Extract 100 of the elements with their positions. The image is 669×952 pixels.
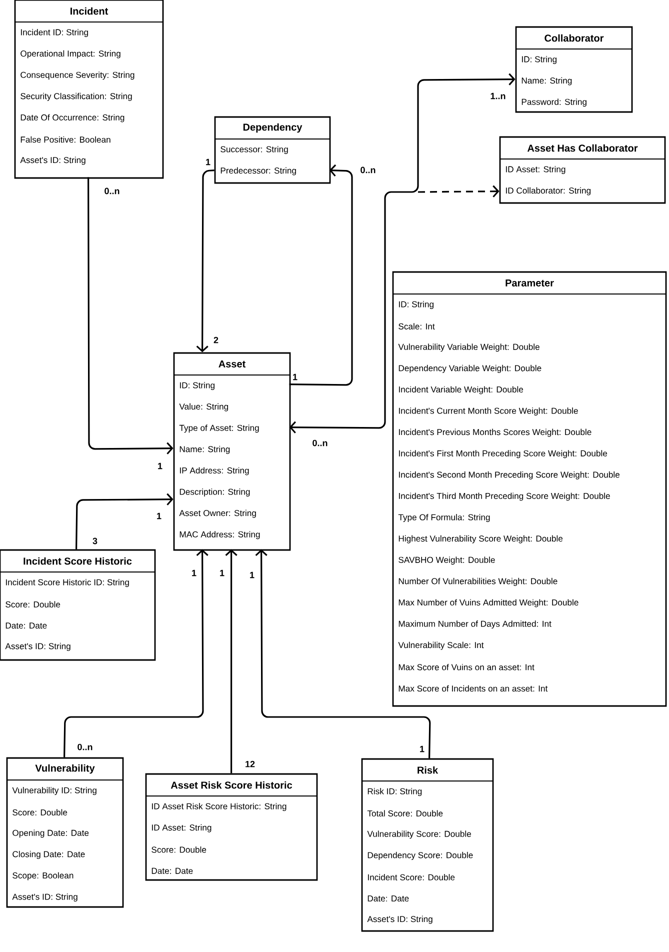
attribute-text: ID: String	[522, 56, 556, 64]
class-name: Incident Score Historic	[24, 557, 132, 565]
multiplicity-label: 1	[420, 746, 424, 752]
attribute-text: Type Of Formula: String	[398, 514, 490, 522]
attribute-text: Value: String	[179, 403, 228, 412]
multiplicity-label: 0..n	[104, 188, 120, 194]
attribute-text: Asset Owner: String	[179, 510, 256, 518]
attribute-text: Date: Date	[368, 896, 409, 902]
attribute-text: Max Score of Vuins on an asset: Int	[398, 664, 534, 670]
multiplicity-label: 2	[214, 336, 218, 344]
attribute-text: Max Number of Vuins Admitted Weight: Double	[398, 599, 578, 608]
multiplicity-label: 1	[157, 512, 162, 520]
attribute-text: Operational Impact: String	[20, 50, 120, 58]
class-box	[214, 116, 331, 184]
attribute-text: SAVBHO Weight: Double	[398, 556, 495, 565]
multiplicity-label: 1..n	[490, 92, 506, 100]
class-box	[361, 758, 494, 932]
class-box	[145, 773, 318, 881]
class-name: Vulnerability	[35, 764, 95, 774]
attribute-text: Name: String	[522, 77, 572, 86]
class-box	[173, 352, 291, 551]
attribute-text: Type of Asset: String	[179, 424, 259, 433]
attribute-text: Asset's ID: String	[5, 642, 70, 651]
class-name: Incident	[70, 7, 108, 15]
attribute-text: Incident Score Historic ID: String	[6, 579, 129, 588]
attribute-text: Name: String	[180, 446, 230, 454]
attribute-text: MAC Address: String	[180, 531, 260, 540]
attribute-text: Closing Date: Date	[12, 850, 85, 859]
class-name: Asset Risk Score Historic	[170, 781, 292, 789]
attribute-text: False Positive: Boolean	[20, 136, 110, 143]
attribute-text: Consequence Severity: String	[20, 72, 134, 80]
attribute-text: Incident's Previous Months Scores Weight: Double	[399, 428, 592, 437]
attribute-text: Opening Date: Date	[12, 830, 89, 838]
multiplicity-label: 1	[293, 374, 298, 380]
attribute-text: ID: String	[399, 301, 434, 310]
attribute-text: Total Score: Double	[367, 810, 443, 816]
attribute-text: Date: Date	[152, 868, 193, 874]
attribute-text: Successor: String	[220, 146, 288, 154]
attribute-text: Highest Vulnerability Score Weight: Double	[398, 535, 563, 544]
attribute-text: Asset's ID: String	[12, 894, 78, 902]
connector-arrow	[418, 185, 500, 198]
attribute-text: Incident Score: Double	[368, 874, 455, 880]
class-name: Dependency	[243, 123, 302, 133]
connector-arrow	[289, 73, 516, 434]
class-name: Asset Has Collaborator	[527, 144, 638, 152]
class-name: Parameter	[506, 280, 554, 286]
class-box	[515, 26, 633, 113]
connector-arrow	[255, 549, 431, 758]
class-name: Collaborator	[544, 34, 604, 42]
attribute-text: Dependency Score: Double	[368, 852, 473, 860]
attribute-text: Incident's Third Month Preceding Score Weight: Double	[399, 492, 610, 501]
attribute-text: Vulnerability ID: String	[12, 787, 96, 796]
multiplicity-label: 0..n	[360, 166, 376, 174]
attribute-text: Scale: Int	[398, 323, 435, 330]
connector-arrow	[64, 549, 208, 758]
attribute-text: Vulnerability Score: Double	[367, 830, 471, 839]
attribute-text: Password: String	[522, 98, 586, 107]
class-name: Risk	[418, 766, 438, 774]
attribute-text: ID Asset Risk Score Historic: String	[152, 803, 286, 812]
attribute-text: ID Asset: String	[506, 166, 566, 174]
attribute-text: Date Of Occurrence: String	[20, 114, 124, 122]
connector-arrow	[88, 177, 174, 454]
connector-arrow	[76, 493, 174, 550]
attribute-text: Vulnerability Variable Weight: Double	[398, 344, 540, 352]
class-name: Asset	[218, 360, 246, 368]
connector-arrow	[289, 164, 353, 386]
attribute-text: Vulnerability Scale: Int	[398, 642, 484, 650]
multiplicity-label: 0..n	[312, 440, 328, 446]
attribute-text: ID Collaborator: String	[506, 187, 590, 196]
attribute-text: Dependency Variable Weight: Double	[398, 364, 542, 373]
attribute-text: Incident's Current Month Score Weight: Double	[399, 408, 578, 416]
attribute-text: Security Classification: String	[20, 92, 132, 101]
attribute-text: Maximum Number of Days Admitted: Int	[398, 620, 552, 629]
attribute-text: Score: Double	[12, 809, 68, 816]
attribute-text: Incident Variable Weight: Double	[399, 386, 524, 394]
attribute-text: ID: String	[180, 382, 214, 390]
class-box	[499, 136, 666, 204]
attribute-text: Number Of Vulnerabilities Weight: Double	[398, 578, 558, 586]
multiplicity-label: 1	[250, 572, 254, 578]
attribute-text: Asset's ID: String	[367, 916, 432, 924]
attribute-text: Incident's Second Month Preceding Score Weight: Double	[399, 471, 620, 480]
multiplicity-label: 1	[206, 158, 210, 166]
attribute-text: Max Score of Incidents on an asset: Int	[398, 685, 548, 692]
multiplicity-label: 1	[192, 570, 196, 576]
attribute-text: Asset's ID: String	[20, 156, 86, 165]
attribute-text: ID Asset: String	[152, 824, 212, 832]
attribute-text: Incident ID: String	[21, 29, 88, 37]
attribute-text: Score: Double	[152, 846, 206, 853]
attribute-text: Scope: Boolean	[12, 872, 74, 880]
attribute-text: Description: String	[180, 488, 250, 497]
class-box	[0, 549, 156, 661]
multiplicity-label: 1	[220, 570, 224, 576]
class-box	[392, 271, 667, 707]
attribute-text: Risk ID: String	[368, 788, 422, 796]
multiplicity-label: 1	[158, 462, 162, 470]
attribute-text: Predecessor: String	[220, 167, 296, 176]
attribute-text: Incident's First Month Preceding Score Weight: Double	[399, 450, 608, 458]
attribute-text: Score: Double	[6, 601, 60, 608]
attribute-text: IP Address: String	[180, 467, 249, 476]
class-box	[14, 0, 164, 179]
